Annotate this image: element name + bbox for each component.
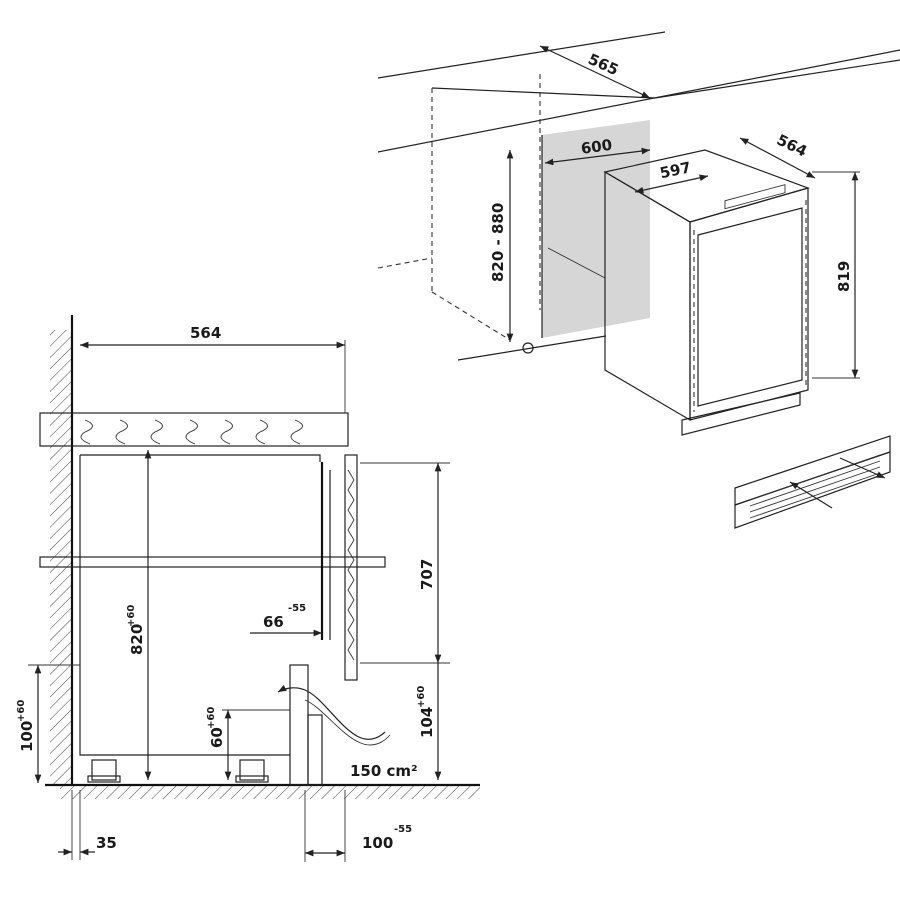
dim-104: 104 <box>418 707 436 738</box>
dim-600: 600 <box>580 136 614 158</box>
dim-564: 564 <box>190 324 221 342</box>
vent-arrow-out <box>839 457 886 479</box>
dim-819: 819 <box>835 261 853 292</box>
dim-565: 565 <box>585 50 621 79</box>
dim-line-565 <box>539 45 651 99</box>
dim-66: 66 <box>263 613 284 631</box>
airflow-arrow-inner <box>304 699 391 746</box>
niche-foot <box>522 342 534 354</box>
dim-820-tol: +60 <box>126 605 137 627</box>
foot-rear-base <box>87 775 121 783</box>
vent-grille <box>749 454 881 519</box>
countertop-line-3 <box>654 59 900 99</box>
niche-back-panel <box>542 120 650 338</box>
foot-rear <box>91 759 117 781</box>
unit-door-dashes <box>693 200 807 412</box>
floor-hatch <box>60 785 480 799</box>
unit-front <box>689 187 809 421</box>
dim-707: 707 <box>418 559 436 590</box>
plinth-vent <box>307 714 323 786</box>
unit-plinth <box>681 392 801 436</box>
niche-floor <box>457 335 607 361</box>
dim-60-tol: +60 <box>206 707 217 729</box>
dim-597: 597 <box>658 158 692 182</box>
vent-area-label: 150 cm² <box>350 762 418 780</box>
furniture-door <box>344 454 358 681</box>
dim-line-600 <box>544 147 651 166</box>
dim-820: 820 <box>128 624 146 655</box>
countertop <box>39 412 349 447</box>
niche-floor-line <box>547 247 606 279</box>
appliance-body <box>79 454 321 756</box>
countertop-front-edge-1 <box>377 49 900 153</box>
dim-line-564-iso <box>739 137 816 179</box>
airflow-arrow <box>277 684 386 740</box>
dim-line-597 <box>634 174 709 194</box>
countertop-back-edge <box>377 31 666 79</box>
plinth <box>289 664 309 786</box>
dim-100-bottom-tol: -55 <box>394 824 412 835</box>
control-strip <box>724 184 786 210</box>
dim-564-iso: 564 <box>774 131 810 161</box>
dim-104-tol: +60 <box>416 686 427 708</box>
door-pattern <box>347 469 355 661</box>
dim-66-tol: -55 <box>288 603 306 614</box>
dim-100-bottom: 100 <box>362 834 393 852</box>
dim-100-left-tol: +60 <box>16 700 27 722</box>
vent-detail <box>734 435 891 529</box>
iso-view: 565 600 820 - 880 597 564 819 <box>377 31 900 436</box>
foot-front-base <box>235 775 269 783</box>
foot-front <box>239 759 265 781</box>
side-view: 564 820 +60 707 104 +60 66 -55 60 +60 <box>16 315 480 862</box>
dim-820-880: 820 - 880 <box>489 203 507 282</box>
dim-100-left: 100 <box>18 721 36 752</box>
shelf-rail <box>39 556 386 568</box>
wood-grain <box>80 419 303 445</box>
dim-35: 35 <box>96 834 117 852</box>
unit-door <box>697 207 803 407</box>
dim-60: 60 <box>208 727 226 748</box>
countertop-line-2 <box>431 87 656 99</box>
vent-arrow-in <box>789 481 833 509</box>
niche-dashed <box>377 74 541 341</box>
